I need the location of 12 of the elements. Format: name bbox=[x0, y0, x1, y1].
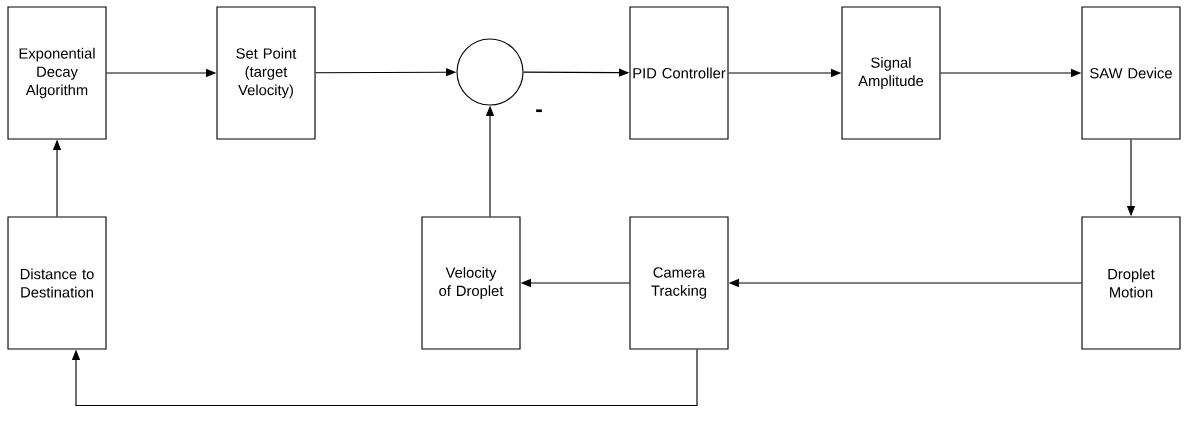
process-box: PID Controller bbox=[629, 6, 729, 140]
process-box: Velocity of Droplet bbox=[421, 216, 521, 350]
summing-junction-circle bbox=[456, 38, 524, 106]
sign-label: - bbox=[536, 109, 542, 113]
process-box: Distance to Destination bbox=[7, 216, 107, 350]
process-box: Set Point (target Velocity) bbox=[216, 6, 316, 140]
process-box: Camera Tracking bbox=[629, 216, 729, 350]
process-box: Exponential Decay Algorithm bbox=[7, 6, 107, 140]
process-box: Signal Amplitude bbox=[841, 6, 941, 140]
arrow bbox=[71, 349, 698, 407]
process-box: Droplet Motion bbox=[1081, 216, 1181, 350]
process-box: SAW Device bbox=[1081, 6, 1181, 140]
